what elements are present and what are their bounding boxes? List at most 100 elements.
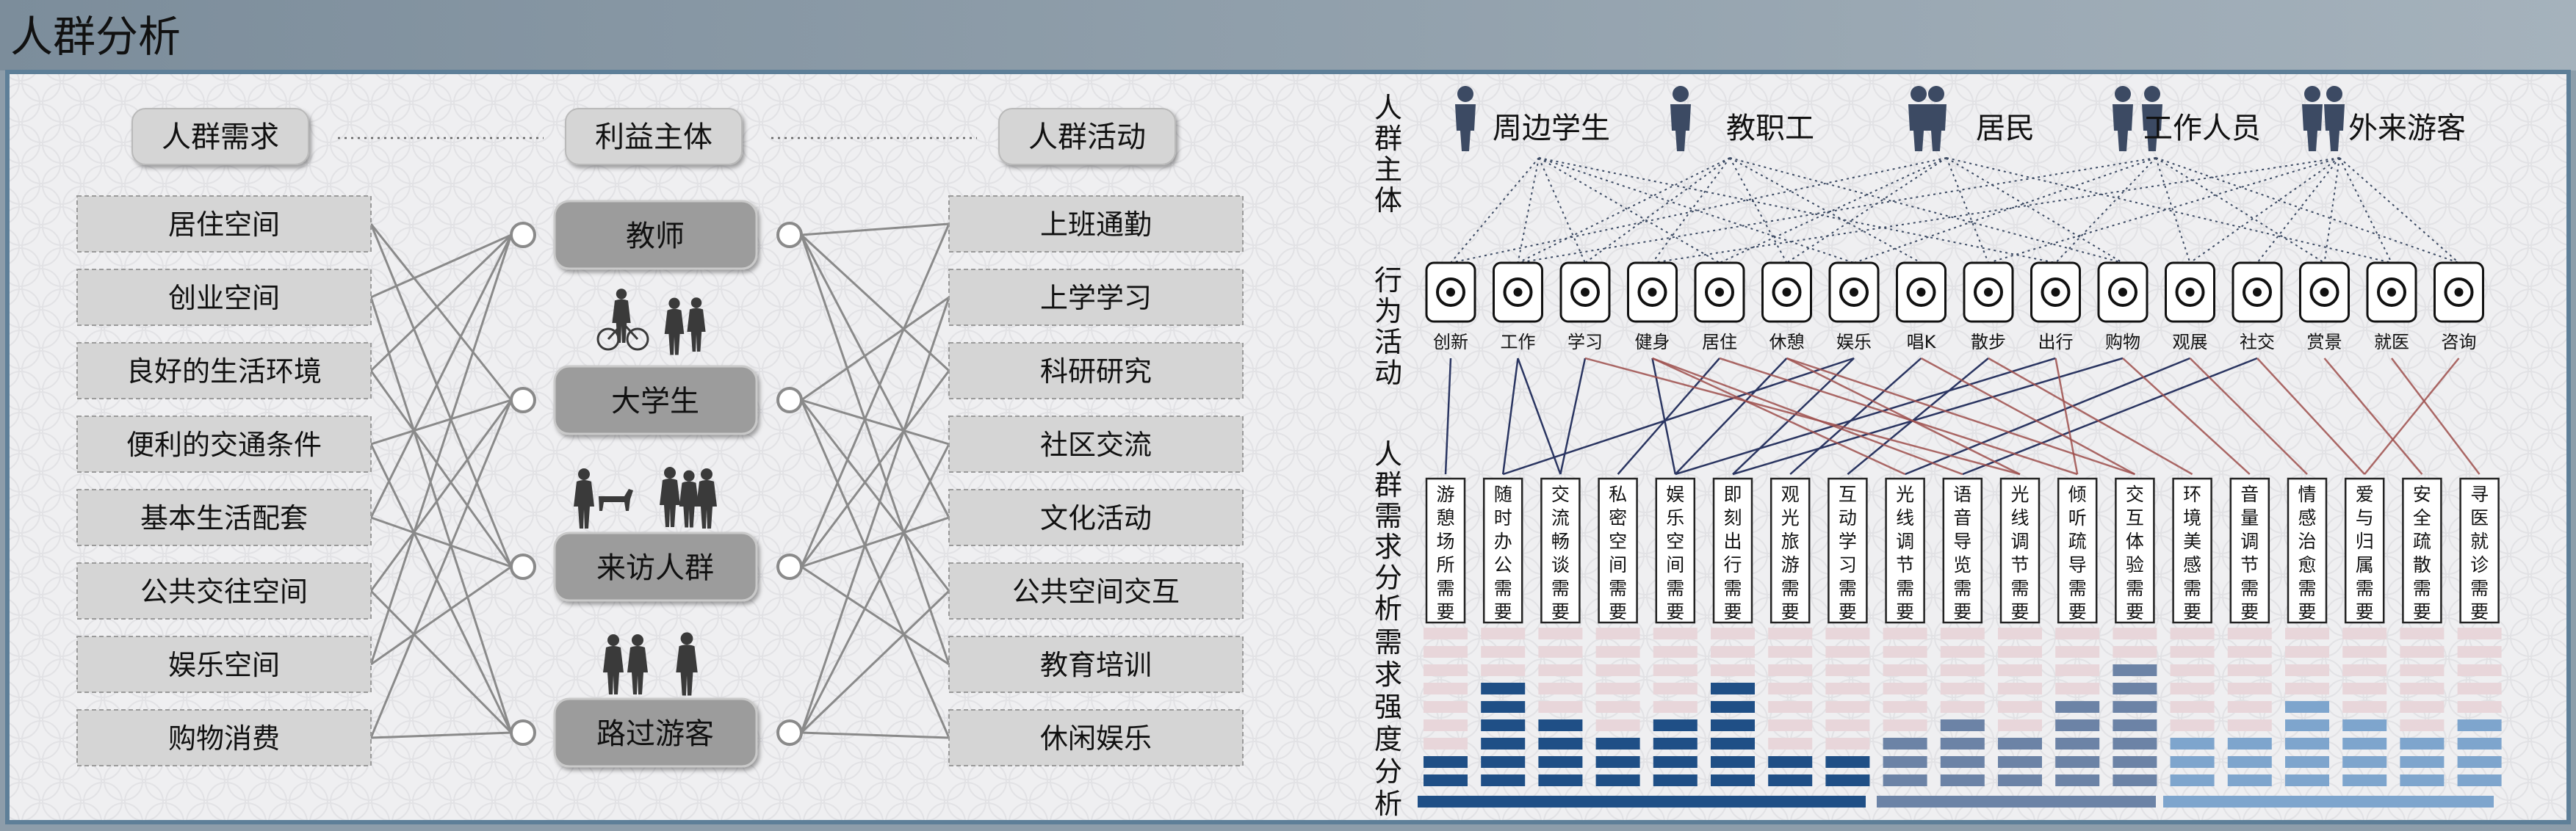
header-pill-label: 利益主体 <box>595 120 712 154</box>
demand-label-char: 间 <box>1666 554 1684 576</box>
demand-label-char: 交 <box>1551 484 1570 505</box>
intensity-bar-segment <box>1424 701 1468 713</box>
intensity-bar-segment <box>2285 719 2329 731</box>
intensity-bar-segment <box>1653 701 1698 713</box>
group-behavior-link <box>1946 157 1989 264</box>
intensity-bar-segment <box>2055 701 2100 713</box>
demand-label-char: 需 <box>1551 578 1570 599</box>
need-subject-link <box>370 731 512 739</box>
demand-label-char: 刻 <box>1723 507 1742 529</box>
intensity-bar-segment <box>1481 646 1526 658</box>
intensity-bar-segment <box>2285 701 2329 713</box>
activity-box <box>948 269 1244 326</box>
demand-label-char: 要 <box>1781 601 1800 623</box>
row-label-char: 人 <box>1374 92 1402 124</box>
intensity-bar-segment <box>2457 701 2502 713</box>
row-label-char: 行 <box>1374 264 1402 297</box>
intensity-bar-segment <box>2055 756 2100 768</box>
subject-port-right <box>776 222 803 248</box>
intensity-bar-segment <box>2342 719 2387 731</box>
intensity-bar-segment <box>1595 719 1640 731</box>
behavior-label: 购物 <box>2105 332 2140 352</box>
subject-port-left <box>510 554 536 580</box>
row-label-char: 析 <box>1374 592 1402 625</box>
subject-pill <box>553 697 758 768</box>
demand-label-char: 调 <box>2240 531 2259 552</box>
demand-label-char: 公 <box>1494 554 1512 576</box>
demand-label-char: 线 <box>1896 507 1914 529</box>
page-title: 人群分析 <box>10 12 181 62</box>
need-box <box>76 269 372 326</box>
intensity-bar-segment <box>1538 774 1583 786</box>
intensity-bar-segment <box>1998 628 2042 639</box>
group-behavior-link <box>1729 157 1922 264</box>
demand-label-char: 互 <box>1839 484 1857 505</box>
content-panel <box>5 70 2571 824</box>
demand-box <box>1540 477 1581 624</box>
behavior-demand-link <box>2391 358 2481 475</box>
demand-label-char: 随 <box>1494 484 1512 505</box>
behavior-demand-link <box>1847 358 1989 475</box>
intensity-bar-segment <box>2400 701 2445 713</box>
behavior-demand-link <box>1584 357 2021 476</box>
demand-label-char: 光 <box>1781 507 1800 529</box>
demand-label-char: 交 <box>2126 484 2144 505</box>
need-subject-link <box>369 297 513 733</box>
group-behavior-link <box>1853 157 2157 264</box>
medkit-icon <box>2366 261 2417 323</box>
behavior-demand-link <box>2364 358 2460 475</box>
activity-box-label: 上班通勤 <box>1040 208 1152 241</box>
weightlifting-icon <box>1627 261 1678 323</box>
demand-label-char: 导 <box>2068 554 2087 576</box>
demand-label-char: 愈 <box>2298 554 2316 576</box>
subject-pill <box>553 365 758 435</box>
intensity-bar-segment <box>1883 738 1927 750</box>
intensity-bar-segment <box>2055 664 2100 676</box>
intensity-bar-segment <box>1825 683 1870 694</box>
intensity-bar-segment <box>1940 628 1985 639</box>
need-subject-link <box>369 589 513 734</box>
activity-subject-link <box>801 222 950 236</box>
intensity-bar-segment <box>2113 683 2157 694</box>
intensity-bar-segment <box>2342 774 2387 786</box>
demand-label-char: 需 <box>2068 578 2087 599</box>
intensity-bar-segment <box>2055 738 2100 750</box>
intensity-bar-segment <box>1768 774 1813 786</box>
behavior-label: 工作 <box>1501 332 1536 352</box>
behavior-demand-link <box>1905 357 2190 476</box>
need-subject-link <box>369 443 513 733</box>
need-subject-link <box>369 399 513 592</box>
intensity-bar-segment <box>2170 683 2215 694</box>
intensity-bar-segment <box>1481 683 1526 694</box>
intensity-bar-segment <box>2055 683 2100 694</box>
intensity-bar-segment <box>1825 756 1870 768</box>
behavior-label: 健身 <box>1635 332 1670 352</box>
demand-label-char: 要 <box>1953 601 1971 623</box>
intensity-bar-segment <box>2285 646 2329 658</box>
intensity-bar-segment <box>1711 628 1755 639</box>
behavior-label: 出行 <box>2038 332 2074 352</box>
behavior-label: 学习 <box>1567 332 1603 352</box>
group-behavior-link <box>1729 157 1788 264</box>
intensity-bar-segment <box>2285 774 2329 786</box>
intensity-group-bar <box>2163 796 2494 808</box>
demand-label-char: 导 <box>1953 531 1971 552</box>
behavior-demand-link <box>2256 358 2366 475</box>
visitor-silhouette-icon <box>627 634 648 694</box>
intensity-bar-segment <box>1481 719 1526 731</box>
intensity-bar-segment <box>1711 719 1755 731</box>
intensity-bar-segment <box>1940 738 1985 750</box>
group-behavior-link <box>2155 157 2326 264</box>
intensity-bar-segment <box>1711 664 1755 676</box>
demand-label-char: 爱 <box>2356 484 2374 505</box>
dog-walker-silhouette-icon <box>574 468 594 529</box>
need-box-label: 便利的交通条件 <box>126 429 322 461</box>
intensity-bar-segment <box>2457 628 2502 639</box>
intensity-bar-segment <box>1595 628 1640 639</box>
demand-label-char: 间 <box>1609 554 1627 576</box>
need-box-label: 居住空间 <box>168 208 280 241</box>
